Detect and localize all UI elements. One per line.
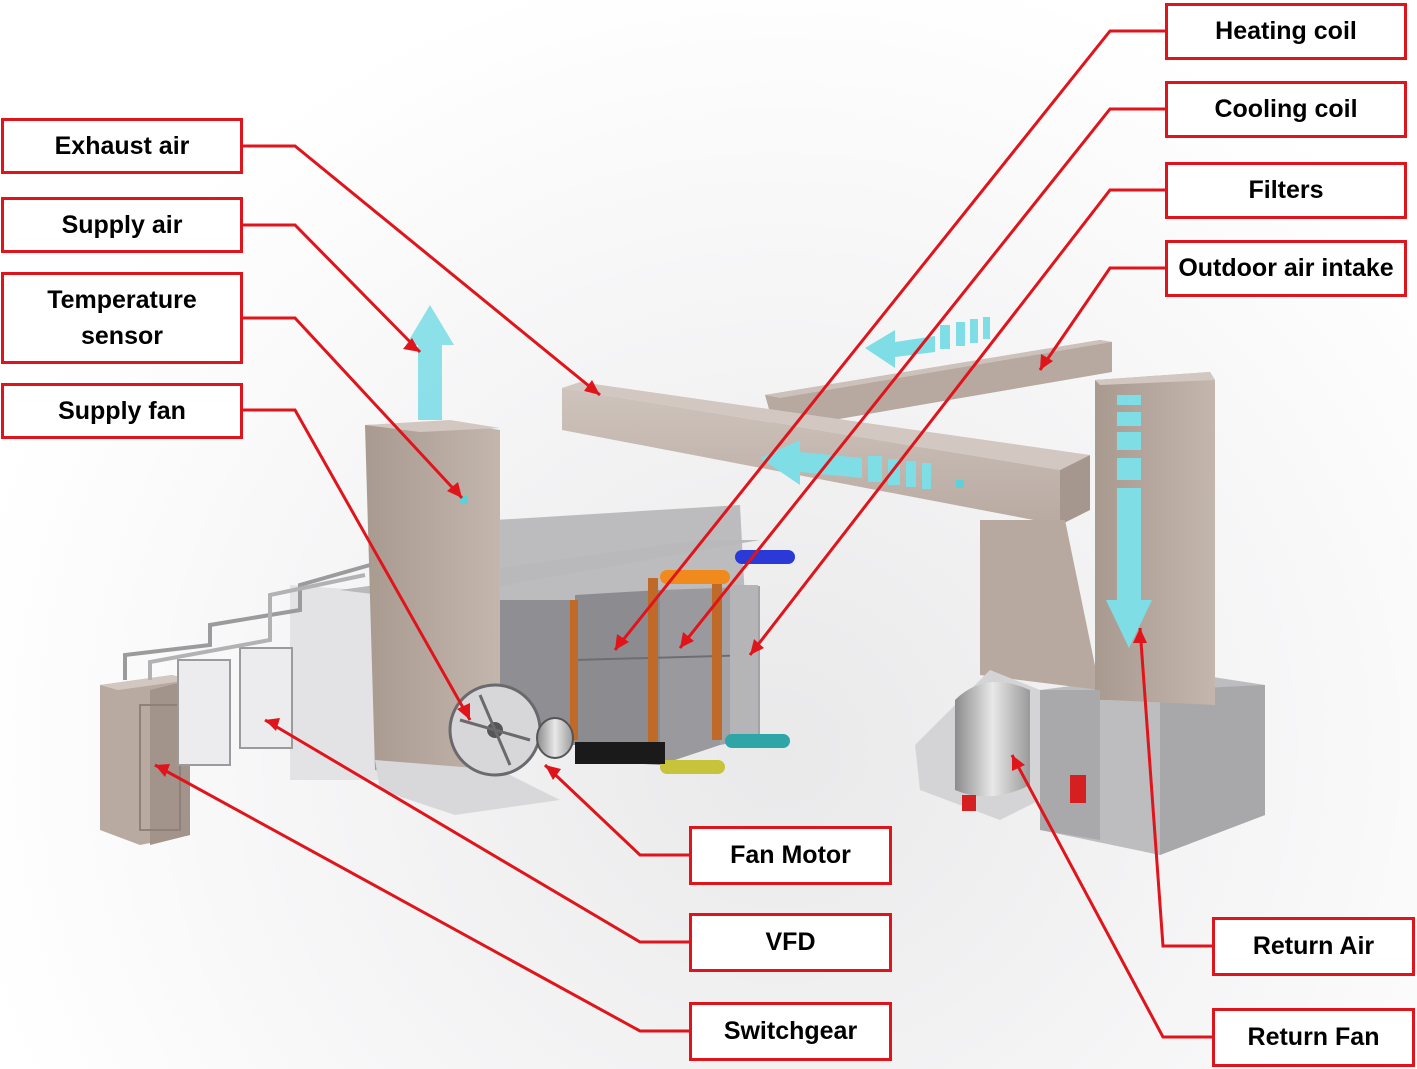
switchgear-label: Switchgear [689, 1002, 892, 1061]
supply-airflow-arrow [406, 305, 454, 420]
callout-lines [154, 29, 1212, 1039]
outdoor-air-intake-label: Outdoor air intake [1165, 240, 1407, 297]
vfd-label: VFD [689, 913, 892, 972]
supply-riser [340, 305, 760, 780]
fan-motor-body [536, 717, 574, 759]
cooling-coil-fins [712, 575, 722, 740]
switchgear-cabinet [100, 675, 190, 845]
chilled-water-pipe [735, 550, 795, 564]
return-fan-label: Return Fan [1212, 1008, 1415, 1067]
supply-fan-assembly [375, 683, 574, 815]
exhaust-duct-beam [562, 382, 1090, 525]
heating-coil-label: Heating coil [1165, 3, 1407, 60]
temperature-sensor-label: Temperature sensor [1, 272, 243, 364]
return-air-label: Return Air [1212, 917, 1415, 976]
return-airflow-arrow [760, 440, 862, 485]
return-fan-assembly [915, 670, 1100, 840]
fan-motor-label: Fan Motor [689, 826, 892, 885]
exhaust-air-label: Exhaust air [1, 118, 243, 174]
callout-arrowheads [155, 338, 1147, 780]
supply-fan-label: Supply fan [1, 383, 243, 439]
return-air-riser [980, 372, 1215, 705]
filter-bank [730, 585, 758, 735]
supply-air-label: Supply air [1, 197, 243, 253]
outdoor-air-duct [765, 317, 1112, 430]
cooling-coil-label: Cooling coil [1165, 81, 1407, 138]
heating-coil-fins [570, 578, 658, 758]
filters-label: Filters [1165, 162, 1407, 219]
outdoor-airflow-arrow [865, 330, 935, 368]
vfd-units [123, 563, 371, 766]
